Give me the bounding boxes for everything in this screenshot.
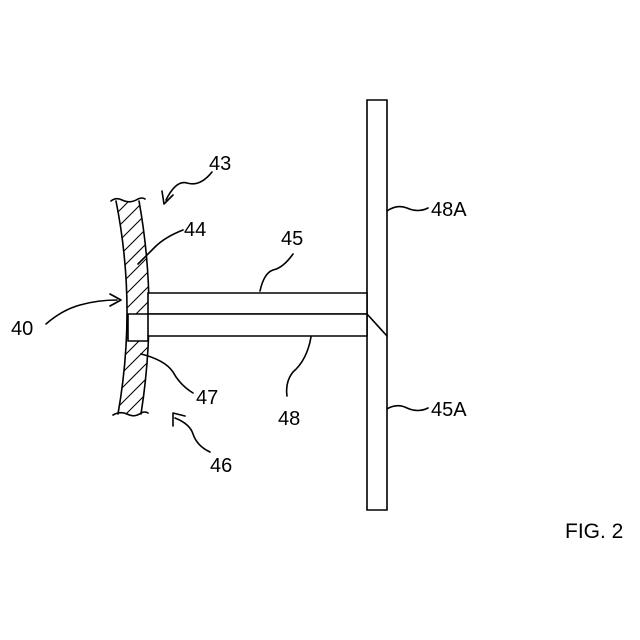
upper-arm-48a xyxy=(148,293,367,314)
ref-48: 48 xyxy=(278,408,300,430)
lower-arm-45a xyxy=(128,314,367,341)
ref-43: 43 xyxy=(209,153,231,175)
ref-45: 45 xyxy=(281,228,303,250)
wall-left-edge xyxy=(116,201,127,414)
figure-label: FIG. 2 xyxy=(565,520,623,543)
ref-47: 47 xyxy=(196,387,218,409)
leader-48 xyxy=(287,337,311,396)
ref-48a: 48A xyxy=(431,199,467,221)
leader-45 xyxy=(260,254,293,291)
vertical-post xyxy=(367,100,387,510)
structure xyxy=(128,100,387,510)
leader-48a xyxy=(387,207,428,211)
ref-46: 46 xyxy=(210,455,232,477)
leader-40 xyxy=(46,300,117,324)
ref-40: 40 xyxy=(11,318,33,340)
leader-47 xyxy=(141,354,193,393)
leader-45a xyxy=(387,406,428,411)
leader-46 xyxy=(175,418,210,452)
ref-44: 44 xyxy=(184,219,206,241)
ref-45a: 45A xyxy=(431,399,467,421)
